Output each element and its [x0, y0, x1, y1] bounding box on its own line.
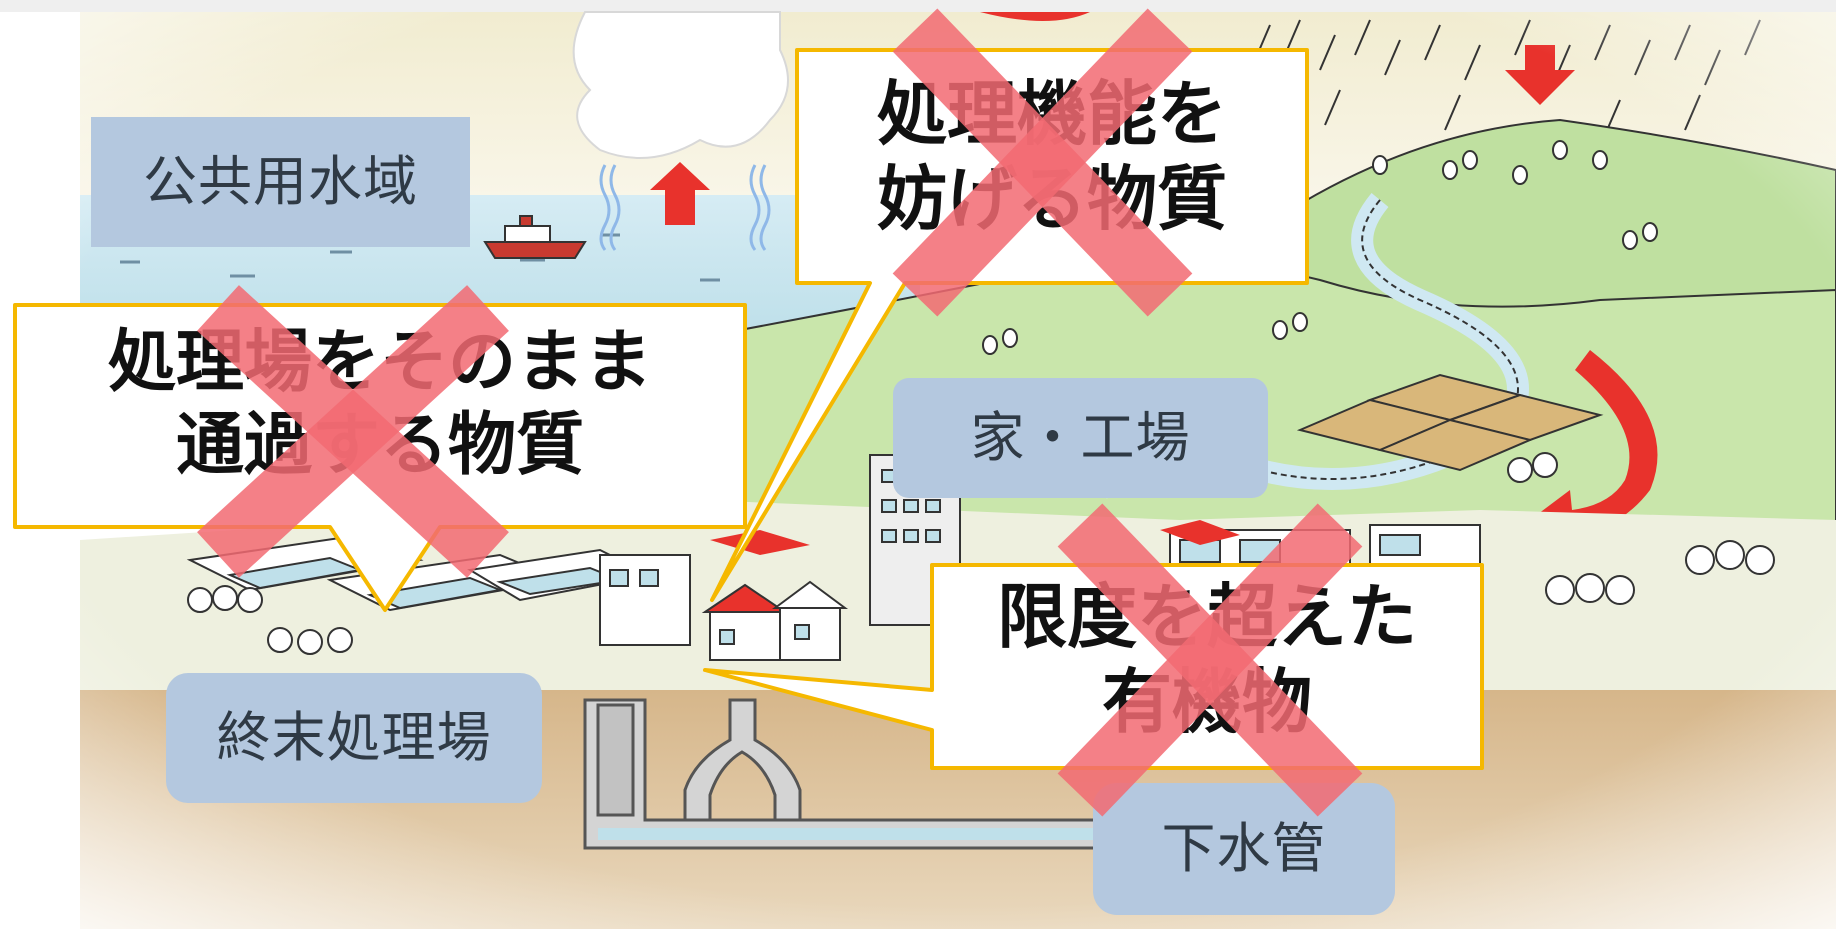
callout-pass-through-text: 処理場をそのまま 通過する物質 [107, 323, 652, 485]
label-sewer: 下水管 [1093, 783, 1395, 915]
label-public-water: 公共用水域 [91, 117, 470, 247]
label-treatment-plant: 終末処理場 [166, 673, 542, 803]
callout-excess-organic-text: 限度を超えた 有機物 [997, 576, 1417, 744]
callout-inhibit-text: 処理機能を 妨げる物質 [877, 73, 1227, 241]
label-homes-factories: 家・工場 [893, 378, 1268, 498]
